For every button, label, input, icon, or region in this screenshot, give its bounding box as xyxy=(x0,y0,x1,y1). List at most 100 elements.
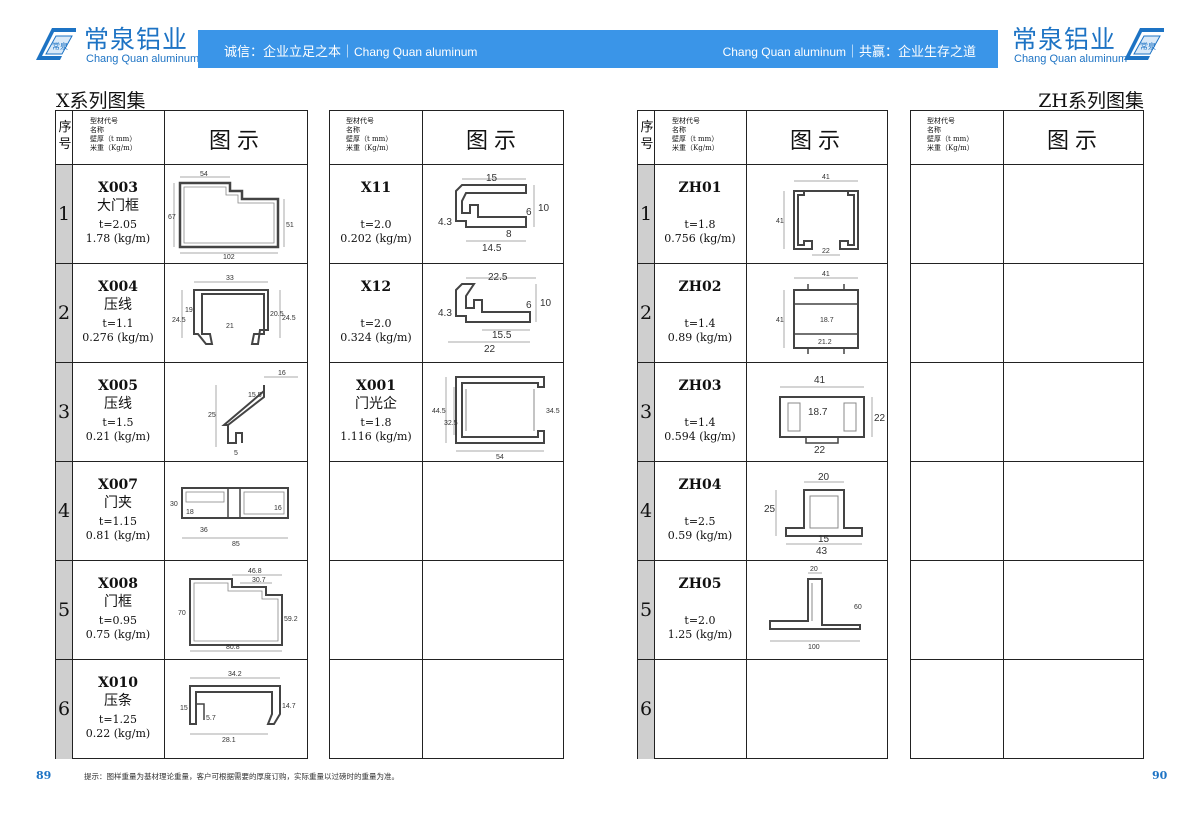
brand-mark-text: 常泉 xyxy=(1140,41,1156,51)
profile-drawing-zh04: 20 25 15 43 xyxy=(750,466,886,560)
profile-code: X12 xyxy=(360,279,392,295)
table-row: 4 X007 门夹 t=1.15 0.81 (kg/m) 30 18 16 36… xyxy=(56,462,307,561)
header-seq: 序号 xyxy=(640,120,654,152)
header-illustration: 图示 xyxy=(789,129,846,154)
svg-text:22: 22 xyxy=(822,248,830,255)
profile-x004-icon: 33 24.5 19 20.5 24.5 21 xyxy=(172,275,296,345)
header-meta-code: 型材代号 xyxy=(927,117,955,125)
svg-text:24.5: 24.5 xyxy=(282,315,296,322)
svg-text:100: 100 xyxy=(808,644,820,651)
profile-name: 压条 xyxy=(104,693,132,709)
svg-text:34.2: 34.2 xyxy=(228,671,242,678)
table-row-empty xyxy=(330,462,563,561)
profile-code: X003 xyxy=(97,180,139,196)
svg-text:25: 25 xyxy=(764,504,776,515)
row-number: 2 xyxy=(639,302,653,324)
svg-text:5: 5 xyxy=(234,450,238,457)
svg-text:18: 18 xyxy=(186,509,194,516)
profile-code: X008 xyxy=(97,576,139,592)
profile-weight: 0.21 (kg/m) xyxy=(85,430,151,443)
svg-text:41: 41 xyxy=(822,174,830,181)
svg-text:33: 33 xyxy=(226,275,234,282)
svg-text:14.7: 14.7 xyxy=(282,703,296,710)
profile-thickness: t=1.4 xyxy=(684,317,716,330)
svg-text:15.5: 15.5 xyxy=(492,330,512,341)
row-number: 2 xyxy=(57,302,71,324)
svg-text:20: 20 xyxy=(810,566,818,573)
profile-x008-icon: 46.8 30.7 70 59.2 80.8 xyxy=(178,568,298,652)
profile-thickness: t=1.15 xyxy=(98,515,138,528)
svg-text:28.1: 28.1 xyxy=(222,737,236,744)
brand-logo-right: 常泉铝业 Chang Quan aluminum 常泉 xyxy=(1012,18,1200,70)
profile-code: X007 xyxy=(97,477,139,493)
svg-text:10: 10 xyxy=(538,203,550,214)
table-row-empty xyxy=(911,660,1143,759)
profile-thickness: t=1.1 xyxy=(102,317,134,330)
profile-zh01-icon: 41 41 22 xyxy=(776,174,859,256)
profile-drawing-zh01: 41 41 22 xyxy=(750,169,886,263)
profile-zh02-icon: 41 41 18.7 21.2 xyxy=(776,271,859,354)
table-header: 序号 型材代号 名称 壁厚（t mm） 米重（Kg/m） 图示 xyxy=(638,111,887,165)
header-meta-thickness: 壁厚（t mm） xyxy=(927,135,974,143)
svg-text:67: 67 xyxy=(168,214,176,221)
profile-x005-icon: 16 15.5 25 5 xyxy=(208,370,298,457)
svg-text:18.7: 18.7 xyxy=(808,407,828,418)
profile-drawing-x001: 44.5 32.5 34.5 54 xyxy=(426,367,562,461)
slogan-banner: 诚信：企业立足之本｜Chang Quan aluminum Chang Quan… xyxy=(198,30,998,68)
row-number: 6 xyxy=(57,698,71,720)
svg-text:30.7: 30.7 xyxy=(252,577,266,584)
header-meta: 型材代号 名称 壁厚（t mm） 米重（Kg/m） xyxy=(672,117,719,153)
profile-x010-icon: 34.2 15 5.7 14.7 28.1 xyxy=(180,671,296,744)
slogan-right-en: Chang Quan aluminum xyxy=(722,45,846,59)
table-row: 5 X008 门框 t=0.95 0.75 (kg/m) 46.8 30.7 7… xyxy=(56,561,307,660)
row-number: 5 xyxy=(639,599,653,621)
table-row: 2 X004 压线 t=1.1 0.276 (kg/m) 33 24.5 19 … xyxy=(56,264,307,363)
brand-name-en: Chang Quan aluminum xyxy=(86,53,200,65)
profile-drawing-x008: 46.8 30.7 70 59.2 80.8 xyxy=(168,565,306,659)
svg-text:54: 54 xyxy=(200,171,208,178)
profile-code: X010 xyxy=(97,675,139,691)
profile-drawing-x010: 34.2 15 5.7 14.7 28.1 xyxy=(168,664,306,758)
slogan-left-cn: 诚信：企业立足之本｜ xyxy=(224,45,355,60)
catalog-table-zh-b: 型材代号 名称 壁厚（t mm） 米重（Kg/m） 图示 xyxy=(910,110,1144,759)
header-illustration: 图示 xyxy=(1046,129,1103,154)
profile-drawing-zh02: 41 41 18.7 21.2 xyxy=(750,268,886,362)
profile-weight: 1.116 (kg/m) xyxy=(340,430,412,443)
slogan-right: Chang Quan aluminum｜共赢：企业生存之道 xyxy=(723,41,976,60)
profile-thickness: t=2.0 xyxy=(684,614,716,627)
svg-text:46.8: 46.8 xyxy=(248,568,262,575)
row-number: 1 xyxy=(639,203,653,225)
profile-drawing-x12: 22.5 4.3 6 10 15.5 22 xyxy=(426,268,562,362)
profile-thickness: t=2.0 xyxy=(360,317,392,330)
row-info: ZH01 t=1.8 0.756 (kg/m) xyxy=(656,179,744,246)
table-row-empty xyxy=(911,561,1143,660)
table-row-empty xyxy=(911,462,1143,561)
slogan-left: 诚信：企业立足之本｜Chang Quan aluminum xyxy=(224,41,477,60)
svg-text:22: 22 xyxy=(484,344,496,355)
brand-name-cn: 常泉铝业 xyxy=(84,25,189,54)
row-info: X008 门框 t=0.95 0.75 (kg/m) xyxy=(74,575,162,642)
header-meta-weight: 米重（Kg/m） xyxy=(90,144,137,152)
profile-weight: 1.78 (kg/m) xyxy=(85,232,151,245)
svg-text:41: 41 xyxy=(814,375,826,386)
profile-thickness: t=1.8 xyxy=(360,416,392,429)
svg-text:22: 22 xyxy=(874,413,886,424)
profile-drawing-x003: 54 67 51 102 xyxy=(168,169,306,263)
row-info: ZH04 t=2.5 0.59 (kg/m) xyxy=(656,476,744,543)
row-number: 4 xyxy=(57,500,71,522)
table-row: X12 t=2.0 0.324 (kg/m) 22.5 4.3 6 10 15.… xyxy=(330,264,563,363)
profile-drawing-x005: 16 15.5 25 5 xyxy=(168,367,306,461)
profile-name: 压线 xyxy=(104,396,132,412)
svg-text:18.7: 18.7 xyxy=(820,317,834,324)
catalog-table-x-b: 型材代号 名称 壁厚（t mm） 米重（Kg/m） 图示 X11 t=2.0 0… xyxy=(329,110,564,759)
profile-thickness: t=1.8 xyxy=(684,218,716,231)
table-row: 6 xyxy=(638,660,887,759)
table-row: 4 ZH04 t=2.5 0.59 (kg/m) 20 25 15 43 xyxy=(638,462,887,561)
svg-text:41: 41 xyxy=(776,317,784,324)
profile-code: X11 xyxy=(360,180,392,196)
table-row-empty xyxy=(911,363,1143,462)
row-info: X12 t=2.0 0.324 (kg/m) xyxy=(332,278,420,345)
profile-drawing-x11: 15 4.3 6 10 8 14.5 xyxy=(426,169,562,263)
svg-text:5.7: 5.7 xyxy=(206,715,216,722)
header-meta-thickness: 壁厚（t mm） xyxy=(90,135,137,143)
